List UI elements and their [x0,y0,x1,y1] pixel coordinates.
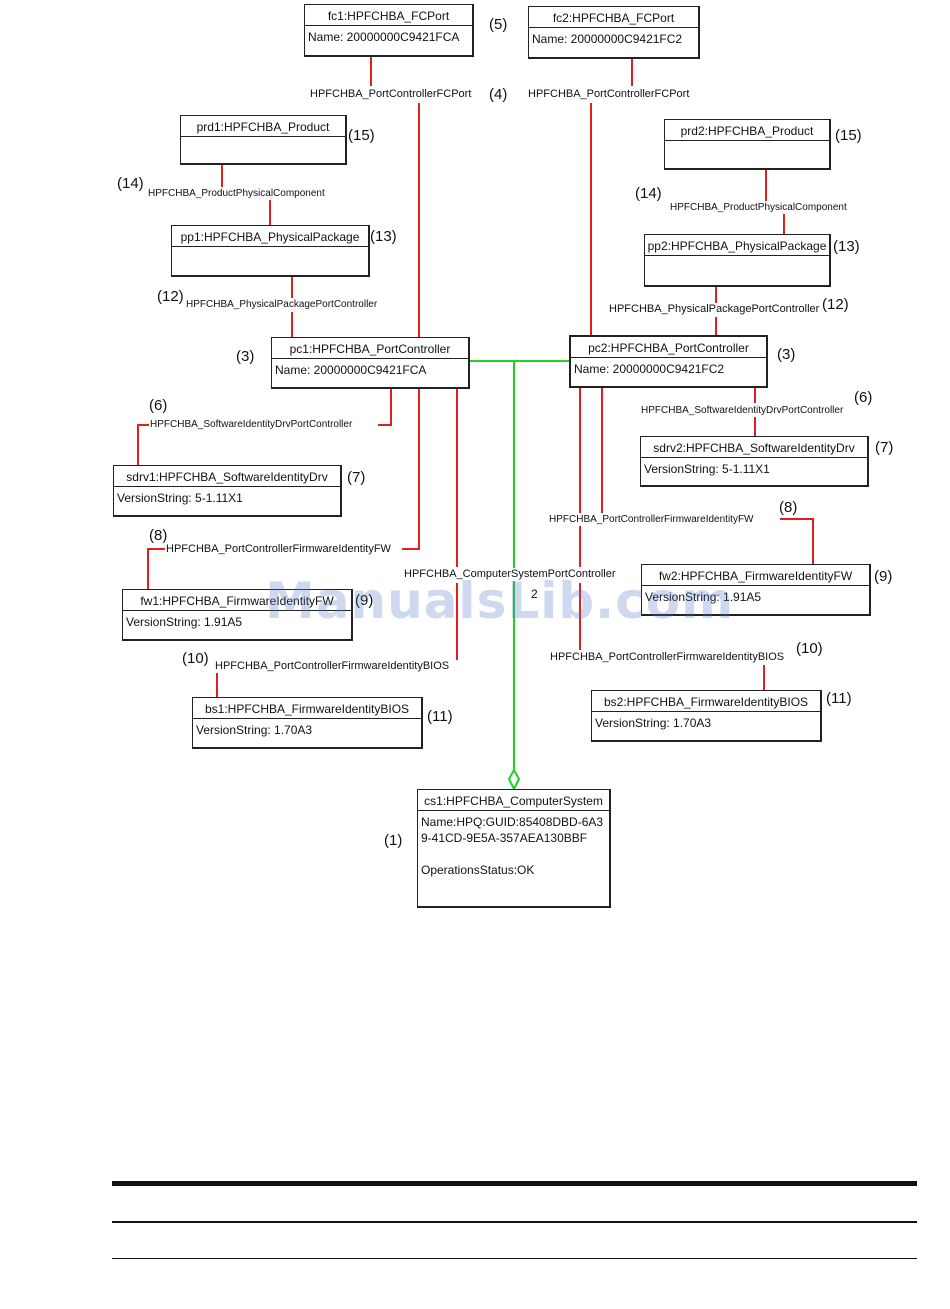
callout-12-left: (12) [157,288,184,305]
label-swdrv1: HPFCHBA_SoftwareIdentityDrvPortControlle… [149,418,354,431]
callout-5: (5) [489,16,508,33]
callout-15-left: (15) [348,127,375,144]
box-fc2-attr: Name: 20000000C9421FC2 [532,32,683,46]
box-fw2-attr: VersionString: 1.91A5 [645,590,762,604]
aggregation-diamond [507,767,521,792]
box-pp1: pp1:HPFCHBA_PhysicalPackage [171,225,370,277]
callout-10-left: (10) [182,650,209,667]
callout-12-right: (12) [822,296,849,313]
box-pc2-title: pc2:HPFCHBA_PortController [571,337,766,358]
box-cs1-status: OperationsStatus:OK [421,863,535,877]
box-pc1-attr: Name: 20000000C9421FCA [275,363,427,377]
box-pp2-attr [645,256,829,259]
box-fw1-title: fw1:HPFCHBA_FirmwareIdentityFW [123,590,351,611]
box-bs2: bs2:HPFCHBA_FirmwareIdentityBIOS Version… [591,690,822,742]
box-sdrv2-attr: VersionString: 5-1.11X1 [644,462,770,476]
callout-4: (4) [489,86,508,103]
callout-1: (1) [384,832,403,849]
box-bs2-attr: VersionString: 1.70A3 [595,716,712,730]
callout-9-left: (9) [355,592,374,609]
callout-7-left: (7) [347,469,366,486]
label-swdrv2: HPFCHBA_SoftwareIdentityDrvPortControlle… [640,404,845,417]
label-multiplicity: 2 [530,587,539,601]
box-fw2-title: fw2:HPFCHBA_FirmwareIdentityFW [642,565,869,586]
footer-rule-thick [112,1181,917,1186]
box-fw1-attr: VersionString: 1.91A5 [126,615,243,629]
footer-rule-middle [112,1221,917,1223]
box-bs1: bs1:HPFCHBA_FirmwareIdentityBIOS Version… [192,697,423,749]
callout-14-left: (14) [117,175,144,192]
box-bs2-title: bs2:HPFCHBA_FirmwareIdentityBIOS [592,691,820,712]
callout-8-left: (8) [149,527,168,544]
callout-8-right: (8) [779,499,798,516]
label-pcbios1: HPFCHBA_PortControllerFirmwareIdentityBI… [214,660,451,673]
box-fw2: fw2:HPFCHBA_FirmwareIdentityFW VersionSt… [641,564,871,616]
box-cs1: cs1:HPFCHBA_ComputerSystem Name:HPQ:GUID… [417,789,611,908]
box-prd2-attr [665,141,829,144]
box-sdrv2: sdrv2:HPFCHBA_SoftwareIdentityDrv Versio… [640,436,869,487]
box-fc1-title: fc1:HPFCHBA_FCPort [305,5,472,26]
box-bs1-title: bs1:HPFCHBA_FirmwareIdentityBIOS [193,698,421,719]
box-sdrv2-title: sdrv2:HPFCHBA_SoftwareIdentityDrv [641,437,867,458]
box-pp2-title: pp2:HPFCHBA_PhysicalPackage [645,235,829,256]
callout-6-right: (6) [854,389,873,406]
box-sdrv1-attr: VersionString: 5-1.11X1 [117,491,243,505]
line-fw2-link [780,518,814,564]
box-pc1: pc1:HPFCHBA_PortController Name: 2000000… [271,337,470,389]
label-pcbios2: HPFCHBA_PortControllerFirmwareIdentityBI… [549,651,786,664]
box-fc1: fc1:HPFCHBA_FCPort Name: 20000000C9421FC… [304,4,474,57]
label-cspc: HPFCHBA_ComputerSystemPortController [403,568,617,581]
label-prodphys1: HPFCHBA_ProductPhysicalComponent [147,187,326,200]
callout-13-left: (13) [370,228,397,245]
label-prodphys2: HPFCHBA_ProductPhysicalComponent [669,201,848,214]
association-lines [137,56,814,697]
box-cs1-name: Name:HPQ:GUID:85408DBD-6A39-41CD-9E5A-35… [421,815,604,845]
box-fc2: fc2:HPFCHBA_FCPort Name: 20000000C9421FC… [528,6,700,59]
box-bs1-attr: VersionString: 1.70A3 [196,723,313,737]
label-pcfw2: HPFCHBA_PortControllerFirmwareIdentityFW [548,513,755,526]
box-prd1-attr [181,137,345,140]
label-pcfw1: HPFCHBA_PortControllerFirmwareIdentityFW [165,543,392,556]
callout-11-right: (11) [826,690,852,707]
box-prd2-title: prd2:HPFCHBA_Product [665,120,829,141]
box-fc1-attr: Name: 20000000C9421FCA [308,30,460,44]
callout-11-left: (11) [427,708,453,725]
box-prd1-title: prd1:HPFCHBA_Product [181,116,345,137]
line-pc1-sdrv1 [378,388,392,426]
box-pc2: pc2:HPFCHBA_PortController Name: 2000000… [569,335,768,388]
line-sdrv1-link [137,424,150,465]
box-cs1-title: cs1:HPFCHBA_ComputerSystem [418,790,609,811]
box-pp1-title: pp1:HPFCHBA_PhysicalPackage [172,226,368,247]
label-fcport2: HPFCHBA_PortControllerFCPort [527,88,691,101]
callout-9-right: (9) [874,568,893,585]
callout-7-right: (7) [875,439,894,456]
line-pc1-fw1 [402,388,420,550]
callout-10-right: (10) [796,640,823,657]
box-fw1: fw1:HPFCHBA_FirmwareIdentityFW VersionSt… [122,589,353,641]
box-fc2-title: fc2:HPFCHBA_FCPort [529,7,698,28]
callout-15-right: (15) [835,127,862,144]
box-pc2-attr: Name: 20000000C9421FC2 [574,362,725,376]
callout-14-right: (14) [635,185,662,202]
watermark-text: ManualsLib.com [265,572,735,630]
callout-3-right: (3) [777,346,796,363]
callout-3-left: (3) [236,348,255,365]
line-fw1-link [147,548,165,589]
callout-6-left: (6) [149,397,168,414]
box-prd1: prd1:HPFCHBA_Product [180,115,347,165]
box-sdrv1-title: sdrv1:HPFCHBA_SoftwareIdentityDrv [114,466,340,487]
label-fcport1: HPFCHBA_PortControllerFCPort [309,88,473,101]
box-pc1-title: pc1:HPFCHBA_PortController [272,338,468,359]
footer-rule-thin [112,1258,917,1259]
box-prd2: prd2:HPFCHBA_Product [664,119,831,170]
callout-13-right: (13) [833,238,860,255]
line-pc2-fw2 [548,388,603,520]
box-sdrv1: sdrv1:HPFCHBA_SoftwareIdentityDrv Versio… [113,465,342,517]
box-pp1-attr [172,247,368,250]
box-pp2: pp2:HPFCHBA_PhysicalPackage [644,234,831,287]
label-pkgpc1: HPFCHBA_PhysicalPackagePortController [185,298,379,311]
label-pkgpc2: HPFCHBA_PhysicalPackagePortController [608,303,821,316]
